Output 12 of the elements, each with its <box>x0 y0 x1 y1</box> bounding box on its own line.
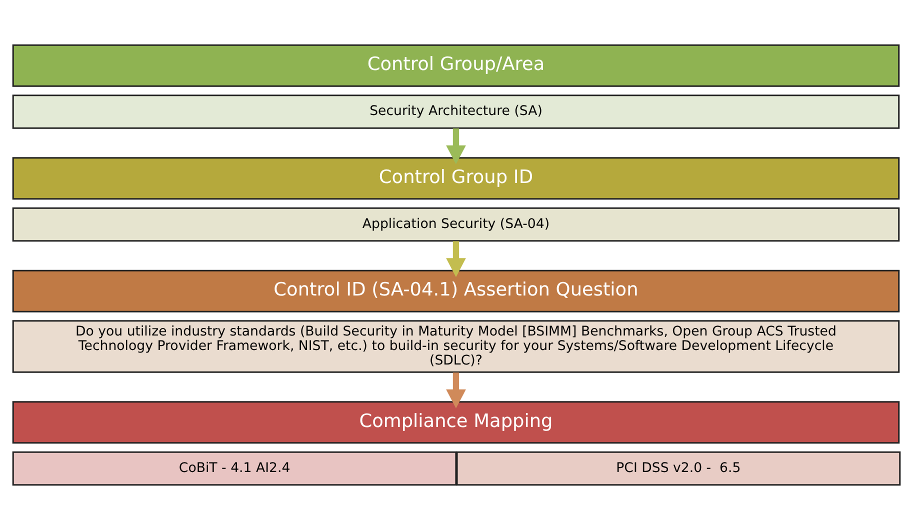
node-box: Compliance Mapping <box>12 400 900 444</box>
arrow <box>446 128 466 164</box>
node-box: Do you utilize industry standards (Build Security in Maturity Model [BSIMM] Benchmarks, Open Group ACS Trusted Technology Provider Framework, NIST, etc.) to build-in security for your Systems/Software Development Lifecycle (SDLC)? <box>12 320 900 372</box>
node-box: PCI DSS v2.0 - 6.5 <box>456 450 900 486</box>
node-box: Control Group ID <box>12 156 900 200</box>
arrow <box>446 372 466 408</box>
arrow <box>446 240 466 277</box>
node-box: Application Security (SA-04) <box>12 206 900 242</box>
node-box: CoBiT - 4.1 AI2.4 <box>12 450 456 486</box>
node-box: Security Architecture (SA) <box>12 94 900 128</box>
node-box: Control ID (SA-04.1) Assertion Question <box>12 269 900 312</box>
node-box: Control Group/Area <box>12 44 900 86</box>
